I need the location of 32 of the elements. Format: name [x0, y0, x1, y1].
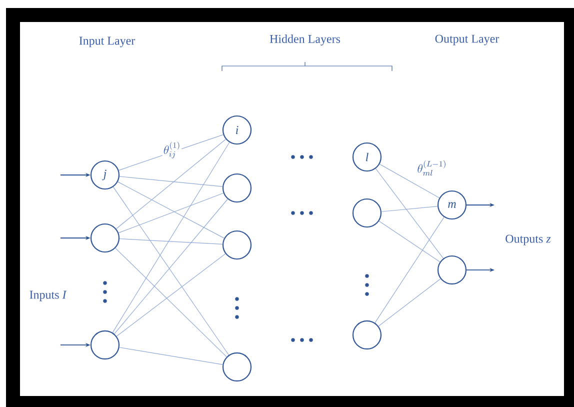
connection-line	[116, 138, 226, 230]
connection-line	[379, 164, 440, 198]
neuron-circle	[222, 173, 252, 203]
connection-line	[112, 142, 230, 333]
connection-line	[112, 186, 230, 356]
neuron-circle	[90, 330, 120, 360]
neuron-circle	[437, 255, 467, 285]
weight-label: $\theta_{ml}^{(L-1)}$	[416, 159, 448, 177]
connection-line	[119, 238, 223, 245]
layer-title: Input Layer	[79, 36, 136, 48]
connection-line	[115, 248, 227, 358]
neuron-circle	[352, 198, 382, 228]
connection-line	[118, 192, 224, 234]
connection-line	[116, 253, 226, 336]
connection-line	[378, 220, 440, 262]
connection-line	[118, 182, 224, 238]
io-label: Outputs z	[506, 234, 551, 246]
neuron-circle	[352, 320, 382, 350]
connection-line	[118, 134, 224, 171]
connection-line	[378, 278, 441, 326]
layer-title: Output Layer	[435, 34, 500, 46]
neuron-circle	[222, 230, 252, 260]
connection-line	[381, 206, 438, 212]
neuron-circle	[222, 352, 252, 382]
connection-line	[374, 216, 444, 324]
connection-line	[119, 347, 223, 365]
connection-line	[114, 198, 228, 334]
io-label: Inputs I	[30, 290, 67, 302]
connection-line	[375, 168, 444, 259]
layer-title: Hidden Layers	[270, 34, 340, 46]
neuron-circle	[90, 223, 120, 253]
connection-line	[119, 176, 223, 187]
